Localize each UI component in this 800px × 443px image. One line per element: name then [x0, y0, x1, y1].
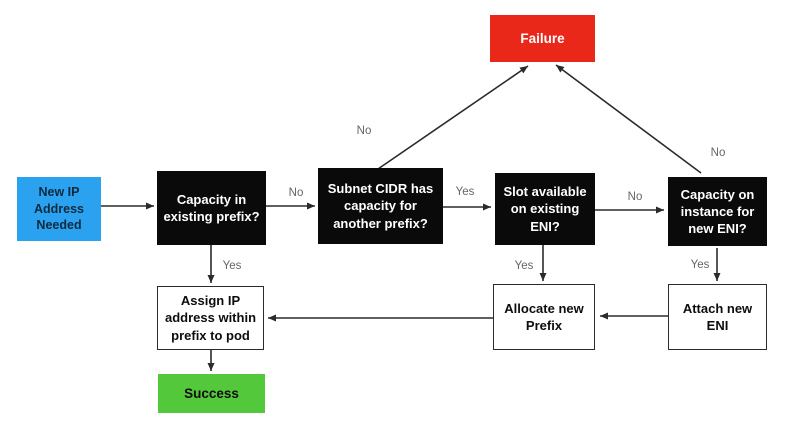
edge-label-slot-no: No	[627, 191, 643, 203]
node-capacity-existing-prefix-label: Capacity in existing prefix?	[163, 191, 260, 224]
node-success: Success	[158, 374, 265, 413]
edge-label-cidr-yes: Yes	[455, 186, 475, 198]
edge-label-instance-no: No	[710, 147, 726, 159]
node-capacity-instance-eni: Capacity on instance for new ENI?	[668, 177, 767, 246]
node-capacity-existing-prefix: Capacity in existing prefix?	[157, 171, 266, 245]
node-attach-eni-label: Attach new ENI	[682, 300, 753, 333]
node-success-label: Success	[184, 385, 239, 401]
node-assign-ip-label: Assign IP address within prefix to pod	[164, 293, 257, 343]
arrow-instance-no-to-failure	[555, 64, 702, 174]
node-allocate-prefix: Allocate new Prefix	[493, 284, 595, 350]
node-new-ip-needed-label: New IP Address Needed	[33, 185, 85, 233]
node-failure: Failure	[490, 15, 595, 62]
node-slot-available-eni: Slot available on existing ENI?	[495, 173, 595, 245]
edge-label-capacity-yes: Yes	[222, 260, 242, 272]
edge-label-slot-yes: Yes	[514, 260, 534, 272]
node-capacity-instance-eni-label: Capacity on instance for new ENI?	[680, 186, 755, 237]
node-new-ip-needed: New IP Address Needed	[17, 177, 101, 241]
edge-label-capacity-no: No	[288, 187, 304, 199]
edge-label-cidr-no: No	[356, 125, 372, 137]
node-failure-label: Failure	[520, 30, 565, 46]
node-attach-eni: Attach new ENI	[668, 284, 767, 350]
node-subnet-cidr-capacity-label: Subnet CIDR has capacity for another pre…	[327, 181, 434, 231]
arrow-cidr-no-to-failure	[377, 65, 529, 170]
node-subnet-cidr-capacity: Subnet CIDR has capacity for another pre…	[318, 168, 443, 244]
node-assign-ip: Assign IP address within prefix to pod	[157, 286, 264, 350]
edge-label-instance-yes: Yes	[690, 259, 710, 271]
node-allocate-prefix-label: Allocate new Prefix	[504, 300, 584, 333]
node-slot-available-eni-label: Slot available on existing ENI?	[503, 184, 587, 234]
